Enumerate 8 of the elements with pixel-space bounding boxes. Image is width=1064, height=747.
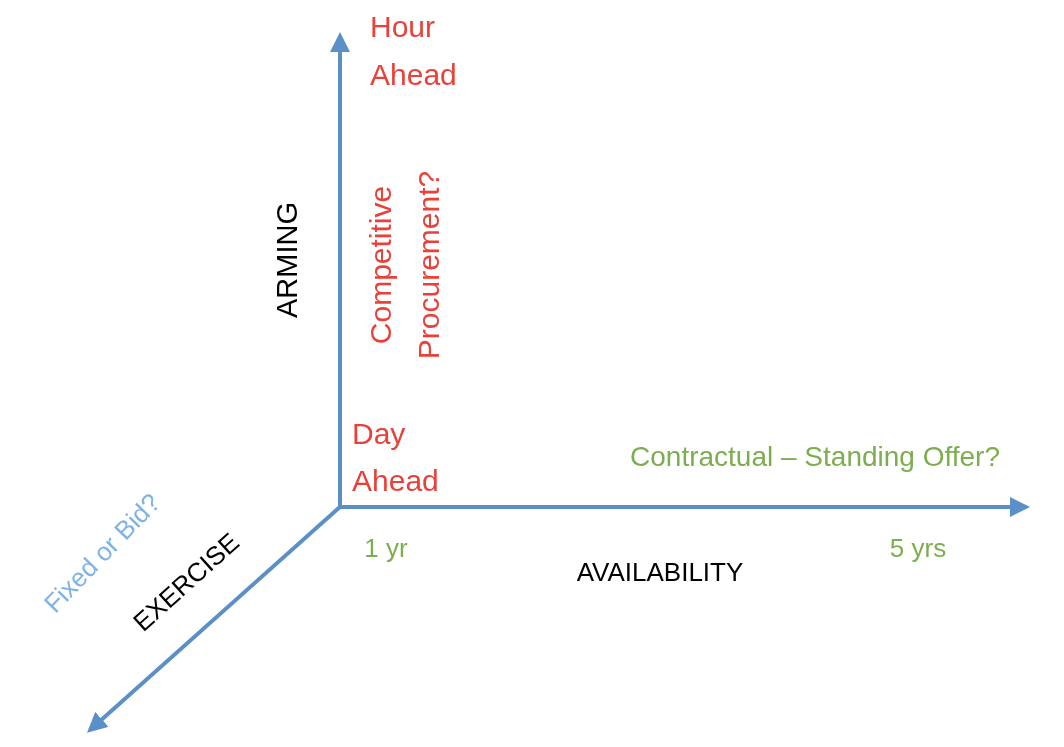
contract-label: Contractual – Standing Offer? (629, 440, 1001, 474)
procurement-label: Competitive Procurement? (363, 169, 446, 362)
tick-label: 1 yr (363, 533, 409, 563)
time-label: Day Ahead (352, 416, 440, 499)
tick-label: 5 yrs (888, 533, 948, 563)
axis-title: ARMING (270, 201, 304, 320)
axis-title: AVAILABILITY (575, 557, 745, 587)
time-label: Hour Ahead (370, 9, 458, 93)
